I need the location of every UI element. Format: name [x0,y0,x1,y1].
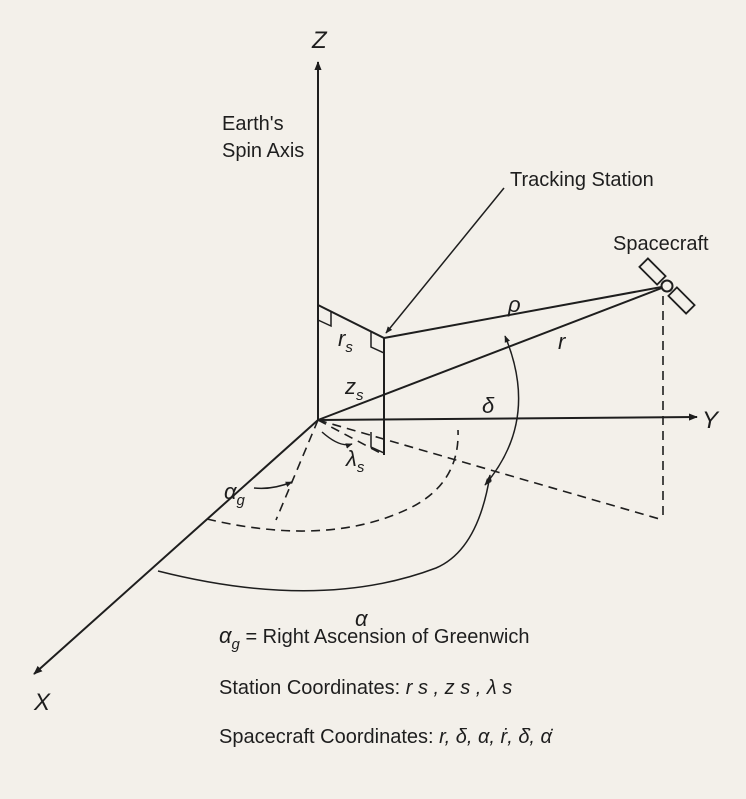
alpha-g-label: αg [224,479,246,509]
tracking-station-label: Tracking Station [510,169,654,191]
right-angle-mark-bottom [370,432,385,454]
legend-station-coordinates: Station Coordinates: r s , z s , λ s [219,677,512,699]
lambda-s-arc [321,431,353,449]
y-axis-line [317,413,698,421]
greenwich-meridian-line [275,419,319,521]
right-angle-mark-top-left [317,311,332,328]
rho-range-line [383,285,668,339]
equator-dashed-arc [206,429,459,532]
z-s-label: zs [344,374,364,404]
spacecraft-label: Spacecraft [613,233,709,255]
r-label: r [558,329,567,354]
lambda-s-label: λs [345,446,365,476]
legend-spacecraft-coordinates: Spacecraft Coordinates: r, δ, α, ṙ, δ̇, … [219,726,554,748]
spacecraft-icon [638,257,696,315]
legend-greenwich: αg = Right Ascension of Greenwich [219,623,530,653]
z-axis-label: Z [311,27,328,54]
x-axis-label: X [33,689,51,716]
right-angle-mark-top-right [370,332,385,354]
x-axis-line [33,419,319,675]
alpha-arc [157,474,492,592]
alpha-label: α [355,606,369,631]
rho-label: ρ [507,292,521,317]
alpha-g-arc [253,481,293,490]
delta-label: δ [482,393,495,418]
r-s-label: rs [338,326,353,356]
legend: αg = Right Ascension of Greenwich Statio… [219,623,554,748]
tracking-station-arrow [385,187,505,334]
station-ground-projection [317,419,385,456]
y-axis-label: Y [702,407,720,434]
spacecraft-ground-projection [317,419,664,521]
station-radius-top-line [317,304,385,339]
delta-arc [484,335,520,486]
spin-axis-label-line1: Earth's [222,113,284,135]
spin-axis-label-line2: Spin Axis [222,140,304,162]
